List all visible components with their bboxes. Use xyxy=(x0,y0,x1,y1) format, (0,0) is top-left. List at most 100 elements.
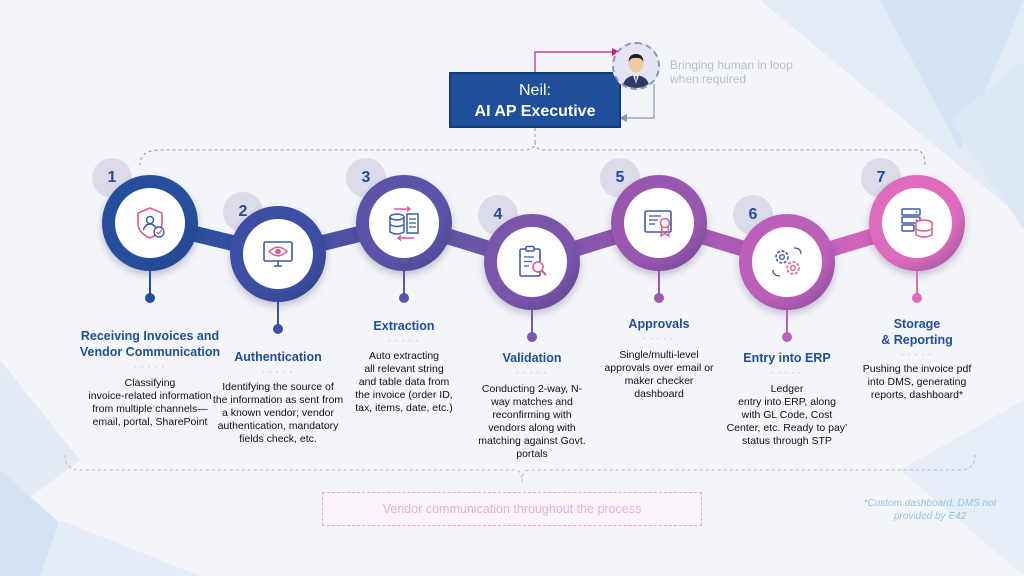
step-stem xyxy=(277,302,279,326)
step-description-line: Classifying xyxy=(124,377,176,389)
step-stem xyxy=(149,271,151,295)
step-title-line1: Receiving Invoices and xyxy=(80,329,220,343)
step-stem xyxy=(786,310,788,334)
step-circle xyxy=(611,175,707,271)
step-description-line: Identifying the source of xyxy=(222,381,334,393)
step-description-line: invoice-related information xyxy=(88,390,212,402)
step-title: Approvals xyxy=(599,316,719,332)
step-title: Storage & Reporting xyxy=(857,316,977,348)
step-title-line2: Vendor Communication xyxy=(79,345,221,359)
step-description-line: status through STP xyxy=(742,435,832,447)
step-icon-disc xyxy=(369,188,439,258)
step-divider: - - - - - xyxy=(516,368,548,377)
step-description-line: Pushing the invoice pdf xyxy=(862,363,972,375)
step-dot xyxy=(145,293,155,303)
step-description-line: maker checker xyxy=(624,375,694,387)
step-circle xyxy=(484,214,580,310)
step-number: 5 xyxy=(600,158,640,198)
step-dot xyxy=(273,324,283,334)
step-circle xyxy=(102,175,198,271)
step-icon-disc xyxy=(115,188,185,258)
step-number: 3 xyxy=(346,158,386,198)
step-title-line1: Validation xyxy=(502,351,562,365)
step-description-line: Auto extracting xyxy=(368,350,440,362)
step-circle xyxy=(356,175,452,271)
step-dot xyxy=(782,332,792,342)
footnote-line2: provided by E42 xyxy=(893,511,967,522)
step-title: Entry into ERP xyxy=(712,350,862,366)
step-description-line: tax, items, date, etc.) xyxy=(355,402,453,414)
agent-box: Neil: AI AP Executive xyxy=(449,72,621,128)
step-description-line: fields check, etc. xyxy=(239,433,317,445)
step-description-line: a known vendor; vendor xyxy=(221,407,335,419)
step-description-line: reports, dashboard* xyxy=(870,389,964,401)
step-stem xyxy=(403,271,405,295)
step-dot xyxy=(912,293,922,303)
step-dot xyxy=(527,332,537,342)
step-icon-disc xyxy=(752,227,822,297)
step-stem xyxy=(916,271,918,295)
step-stem xyxy=(531,310,533,334)
step-description-line: Conducting 2-way, N- xyxy=(481,383,583,395)
step-description-line: all relevant string xyxy=(364,363,444,375)
step-description-line: way matches and xyxy=(491,396,573,408)
step-description-line: Ledger xyxy=(770,383,804,395)
loop-note: Bringing human in loop when required xyxy=(670,58,810,86)
agent-name: Neil: xyxy=(518,82,551,99)
step-divider: - - - - - xyxy=(262,367,294,376)
step-description-line: from multiple channels— xyxy=(92,403,208,415)
step-divider: - - - - - xyxy=(901,350,933,359)
step-description-line: Center, etc. Ready to pay’ xyxy=(726,422,848,434)
step-divider: - - - - - xyxy=(771,368,803,377)
step-divider: - - - - - xyxy=(134,362,166,371)
step-title-line1: Storage xyxy=(893,317,941,331)
step-circle xyxy=(230,206,326,302)
step-description-line: email, portal, SharePoint xyxy=(92,416,208,428)
step-title-line2: & Reporting xyxy=(881,333,953,347)
step-title-line1: Authentication xyxy=(234,350,322,364)
step-description-line: reconfirming with xyxy=(492,409,572,421)
step-description-line: and table data from xyxy=(358,376,450,388)
step-title: Authentication xyxy=(203,349,353,365)
step-circle xyxy=(869,175,965,271)
step-circle xyxy=(739,214,835,310)
step-title-line1: Entry into ERP xyxy=(743,351,831,365)
step-dot xyxy=(654,293,664,303)
step-stem xyxy=(658,271,660,295)
step-icon-disc xyxy=(882,188,952,258)
step-icon-disc xyxy=(624,188,694,258)
step-description-line: matching against Govt. xyxy=(478,435,586,447)
vendor-communication-note: Vendor communication throughout the proc… xyxy=(322,492,702,526)
step-divider: - - - - - xyxy=(643,334,675,343)
step-description-line: vendors along with xyxy=(488,422,576,434)
step-description-line: portals xyxy=(516,448,548,460)
step-title-line1: Extraction xyxy=(373,319,435,333)
loop-note-line1: Bringing human in loop xyxy=(670,58,793,72)
step-description-line: Single/multi-level xyxy=(619,349,699,361)
loop-note-line2: when required xyxy=(670,72,747,86)
step-title: Extraction xyxy=(344,318,464,334)
step-description-line: the invoice (order ID, xyxy=(355,389,453,401)
step-description-line: dashboard xyxy=(634,388,684,400)
step-description-line: entry into ERP, along xyxy=(738,396,836,408)
step-description-line: the information as sent from xyxy=(212,394,344,406)
step-icon-disc xyxy=(497,227,567,297)
step-icon-disc xyxy=(243,219,313,289)
step-title: Validation xyxy=(472,350,592,366)
step-title-line1: Approvals xyxy=(628,317,690,331)
step-dot xyxy=(399,293,409,303)
step-description-line: approvals over email or xyxy=(604,362,714,374)
step-divider: - - - - - xyxy=(388,336,420,345)
footnote: *Custom dashboard, DMS not provided by E… xyxy=(850,497,1010,523)
step-description-line: with GL Code, Cost xyxy=(741,409,833,421)
human-avatar-icon xyxy=(612,42,660,90)
